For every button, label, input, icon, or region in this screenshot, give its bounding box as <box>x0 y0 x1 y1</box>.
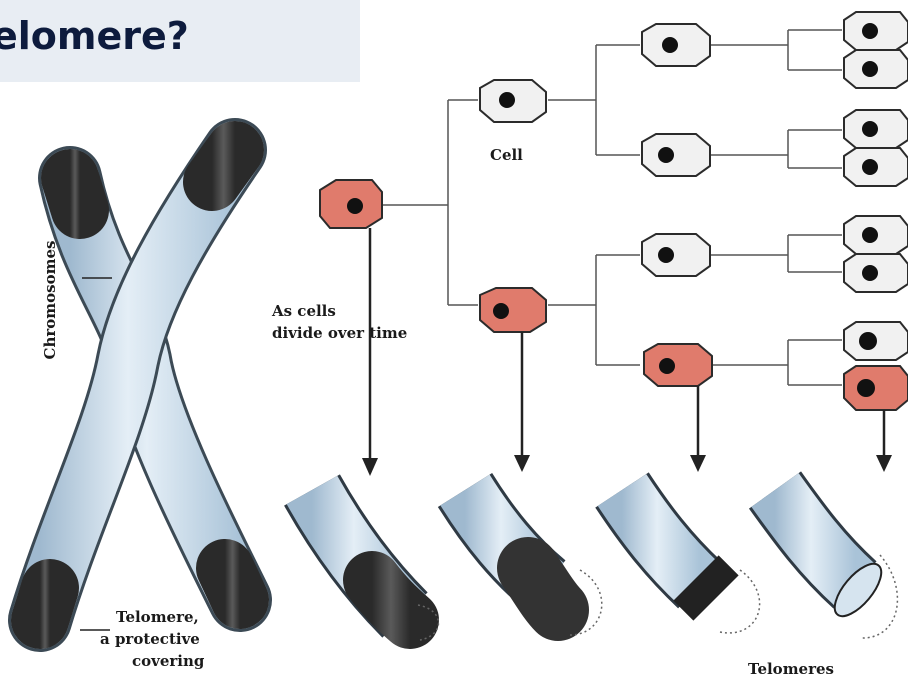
telomere-closeups <box>312 490 897 640</box>
divide-label-line2: divide over time <box>272 324 407 342</box>
cell-gen3-2 <box>844 50 908 88</box>
telomeres-label: Telomeres <box>748 660 834 678</box>
telomere-label-line2: a protective <box>100 630 200 648</box>
closeup-4 <box>775 490 897 638</box>
closeup-1 <box>312 490 439 640</box>
arrow-down-icon <box>362 458 378 476</box>
cell-gen3-3 <box>844 110 908 148</box>
divide-label-line1: As cells <box>272 302 336 320</box>
cell-gen3-7 <box>844 322 908 360</box>
chromosome-illustration <box>40 150 240 630</box>
cell-gen3-6 <box>844 254 908 292</box>
cell-gen1-bottom <box>480 288 546 332</box>
time-arrows <box>362 228 892 476</box>
chromosomes-label-wrap: Chromosomes <box>40 225 60 375</box>
cell-label: Cell <box>490 146 523 164</box>
cell-gen3-5 <box>844 216 908 254</box>
closeup-2 <box>465 490 602 635</box>
cell-gen0 <box>320 180 382 228</box>
telomere-label-line3: covering <box>132 652 204 670</box>
arrow-down-icon <box>514 455 530 472</box>
telomere-cap-bottom-right <box>225 568 240 600</box>
cell-gen2-c <box>642 234 710 276</box>
arrow-down-icon <box>876 455 892 472</box>
cell-gen2-b <box>642 134 710 176</box>
cell-gen3-8 <box>844 366 908 410</box>
cell-gen3-4 <box>844 148 908 186</box>
telomere-cap-top-left <box>70 178 80 210</box>
cell-gen2-a <box>642 24 710 66</box>
cells <box>320 12 908 410</box>
chromosomes-label: Chromosomes <box>41 241 59 360</box>
arrow-down-icon <box>690 455 706 472</box>
cell-gen3-1 <box>844 12 908 50</box>
telomere-cap-bottom-left <box>40 588 50 620</box>
closeup-3 <box>622 490 760 633</box>
division-tree <box>380 30 842 385</box>
telomere-label-line1: Telomere, <box>116 608 199 626</box>
cell-gen1-top <box>480 80 546 122</box>
telomere-cap-top-right <box>212 150 235 182</box>
cell-gen2-d <box>644 344 712 386</box>
